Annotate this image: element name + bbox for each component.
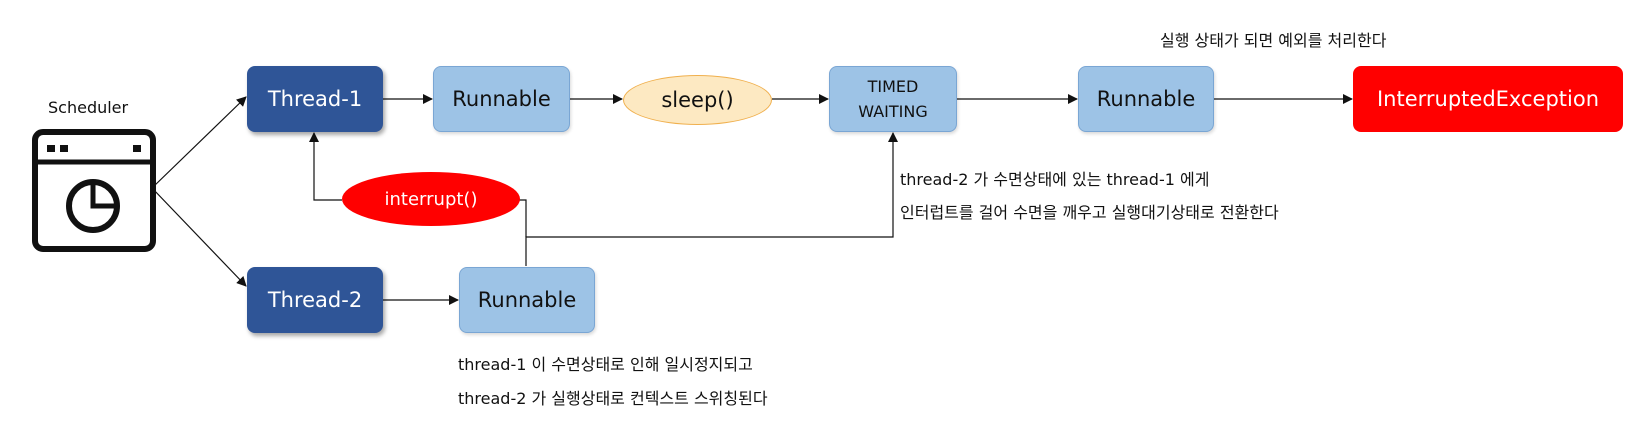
note-context-switch-line2: thread-2 가 실행상태로 컨텍스트 스위칭된다 (458, 389, 768, 408)
runnable-box-after-timed-waiting: Runnable (1078, 66, 1214, 132)
sleep-ellipse: sleep() (623, 75, 772, 125)
note-interrupt-line1: thread-2 가 수면상태에 있는 thread-1 에게 (900, 170, 1210, 189)
timed-waiting-line2: WAITING (858, 102, 928, 121)
timed-waiting-box: TIMED WAITING (829, 66, 957, 132)
thread2-box: Thread-2 (247, 267, 383, 333)
note-context-switch-line1: thread-1 이 수면상태로 인해 일시정지되고 (458, 355, 753, 374)
runnable-box-after-thread2: Runnable (459, 267, 595, 333)
scheduler-to-thread2-arrow (151, 187, 247, 287)
interrupted-exception-box: InterruptedException (1353, 66, 1623, 132)
note-interrupt-line2: 인터럽트를 걸어 수면을 깨우고 실행대기상태로 전환한다 (900, 203, 1279, 222)
timed-waiting-line1: TIMED (867, 77, 919, 96)
scheduler-window-clock-icon (32, 129, 156, 252)
interrupt-to-thread1-arrow (309, 132, 342, 201)
note-exception-handling: 실행 상태가 되면 예외를 처리한다 (1160, 31, 1387, 50)
thread1-box: Thread-1 (247, 66, 383, 132)
scheduler-label: Scheduler (48, 98, 129, 117)
interrupt-to-timed-arrow (525, 132, 898, 266)
scheduler-to-thread1-arrow (151, 96, 247, 189)
runnable-box-after-thread1: Runnable (433, 66, 570, 132)
interrupt-ellipse: interrupt() (342, 172, 520, 226)
